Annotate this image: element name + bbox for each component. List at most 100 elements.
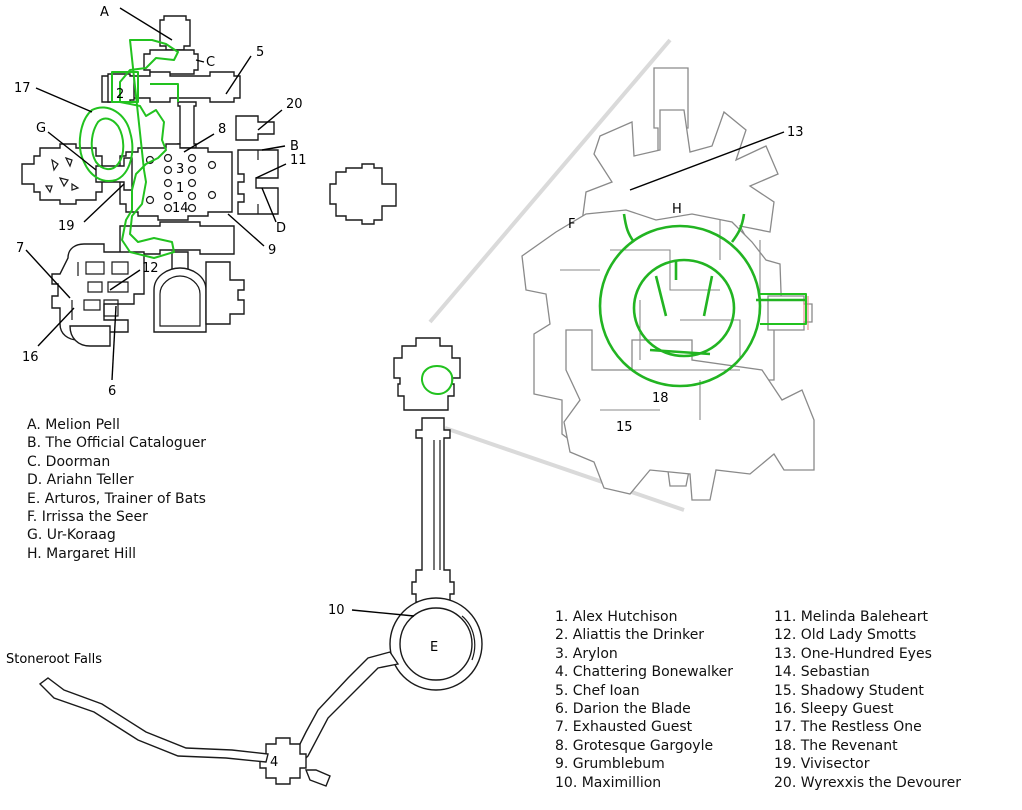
- label-13: 13: [787, 125, 804, 140]
- label-f: F: [568, 217, 575, 232]
- tower-route: [420, 365, 454, 395]
- path-west: [38, 677, 269, 763]
- route-west: [78, 39, 179, 259]
- room-bonewalker: [259, 737, 307, 785]
- tower-top: [393, 337, 461, 411]
- route-inset: [598, 213, 807, 388]
- leaders-west: [25, 7, 287, 381]
- legend-item: 15. Shadowy Student: [774, 682, 924, 699]
- label-8: 8: [218, 122, 226, 137]
- legend-item: E. Arturos, Trainer of Bats: [27, 490, 206, 507]
- inset-lower-block: [563, 329, 815, 501]
- route-west-restless-inner: [90, 117, 125, 170]
- west-complex-south: [69, 325, 111, 347]
- label-4: 4: [270, 755, 278, 770]
- legend-letters: A. Melion Pell B. The Official Catalogue…: [27, 416, 206, 563]
- corridor-c: [143, 49, 199, 75]
- label-d: D: [276, 221, 286, 236]
- inset-east-gate-red: [803, 296, 809, 330]
- label-16: 16: [22, 350, 39, 365]
- label-g: G: [36, 121, 46, 136]
- label-14: 14: [172, 201, 189, 216]
- legend-item: 7. Exhausted Guest: [555, 719, 693, 736]
- legend-item: 1. Alex Hutchison: [555, 609, 678, 625]
- zoom-guide-line-bottom: [444, 426, 685, 512]
- room-cataloguer: [237, 149, 279, 215]
- pillars: [145, 153, 217, 213]
- legend-item: F. Irrissa the Seer: [27, 509, 148, 526]
- route-inset-spur: [622, 213, 806, 356]
- legend-item: H. Margaret Hill: [27, 545, 137, 562]
- central-tower: [38, 337, 483, 787]
- legend-item: 3. Arylon: [555, 645, 618, 662]
- bat-ring-inner: [399, 607, 473, 681]
- upper-west-wing: [21, 15, 397, 347]
- legend-item: 11. Melinda Baleheart: [774, 609, 928, 625]
- legend-item: 2. Aliattis the Drinker: [555, 627, 705, 644]
- legend-numbers-left: 1. Alex Hutchison 2. Aliattis the Drinke…: [555, 608, 733, 792]
- east-annex: [205, 261, 245, 325]
- legend-item: 9. Grumblebum: [555, 756, 665, 773]
- label-6: 6: [108, 384, 116, 399]
- label-1: 1: [176, 181, 184, 196]
- legend-item: 13. One-Hundred Eyes: [774, 645, 932, 662]
- tower-neck-inner: [433, 440, 441, 570]
- legend-item: 18. The Revenant: [774, 737, 898, 754]
- room-wyrexxis: [235, 115, 275, 141]
- legend-numbers-right: 11. Melinda Baleheart 12. Old Lady Smott…: [774, 608, 961, 792]
- route-inset-arm: [760, 293, 807, 325]
- legend-item: B. The Official Cataloguer: [27, 435, 207, 452]
- label-20: 20: [286, 97, 303, 112]
- legend-item: 12. Old Lady Smotts: [774, 627, 917, 644]
- label-15: 15: [616, 420, 633, 435]
- zoom-guide-line-top: [428, 38, 672, 324]
- route-inset-outer: [598, 224, 762, 388]
- legend-item: 5. Chef Ioan: [555, 682, 640, 699]
- legend-item: 6. Darion the Blade: [555, 701, 691, 718]
- room-east-south-inner: [159, 275, 201, 327]
- label-e: E: [430, 640, 438, 655]
- label-2: 2: [116, 87, 124, 102]
- label-12: 12: [142, 261, 159, 276]
- legend-item: C. Doorman: [27, 453, 111, 470]
- inset-east-gate: [767, 295, 813, 331]
- legend-item: 8. Grotesque Gargoyle: [555, 737, 714, 754]
- corridor-mid: [177, 101, 197, 149]
- label-stoneroot-falls: Stoneroot Falls: [6, 652, 102, 667]
- legend-item: 20. Wyrexxis the Devourer: [774, 774, 961, 791]
- label-11: 11: [290, 153, 307, 168]
- label-9: 9: [268, 243, 276, 258]
- room-g-rubble: [44, 156, 80, 194]
- zoomed-tower: [521, 67, 815, 501]
- isolated-room: [329, 163, 397, 225]
- legend-item: G. Ur-Koraag: [27, 527, 116, 544]
- tower-neck: [411, 417, 455, 603]
- legend-item: 10. Maximillion: [555, 774, 662, 791]
- legend-item: 4. Chattering Bonewalker: [555, 664, 734, 681]
- label-c: C: [206, 55, 215, 70]
- label-5: 5: [256, 45, 264, 60]
- legend-item: A. Melion Pell: [27, 417, 120, 433]
- legend-item: D. Ariahn Teller: [27, 472, 134, 489]
- leader-one-hundred-eyes: [629, 131, 785, 191]
- leader-maximillion: [351, 609, 415, 617]
- label-10: 10: [328, 603, 345, 618]
- legend-item: 16. Sleepy Guest: [774, 701, 894, 718]
- room-g: [21, 143, 103, 205]
- legend-item: 17. The Restless One: [774, 719, 922, 736]
- room-a: [159, 15, 191, 51]
- corridor-lower: [119, 221, 235, 255]
- path-east-spur: [304, 769, 331, 787]
- legend-item: 19. Vivisector: [774, 756, 870, 773]
- label-18: 18: [652, 391, 669, 406]
- room-east-south: [153, 267, 207, 333]
- label-3: 3: [176, 162, 184, 177]
- route-west-loop: [119, 39, 179, 259]
- bat-ring-arc: [461, 615, 476, 661]
- label-b: B: [290, 139, 299, 154]
- map-labels: A C 5 2 17 20 G 8 B 11 3 1 14 19 D 9 7 1…: [6, 5, 804, 770]
- label-a: A: [100, 5, 109, 20]
- label-7: 7: [16, 241, 24, 256]
- route-west-branch: [111, 71, 179, 103]
